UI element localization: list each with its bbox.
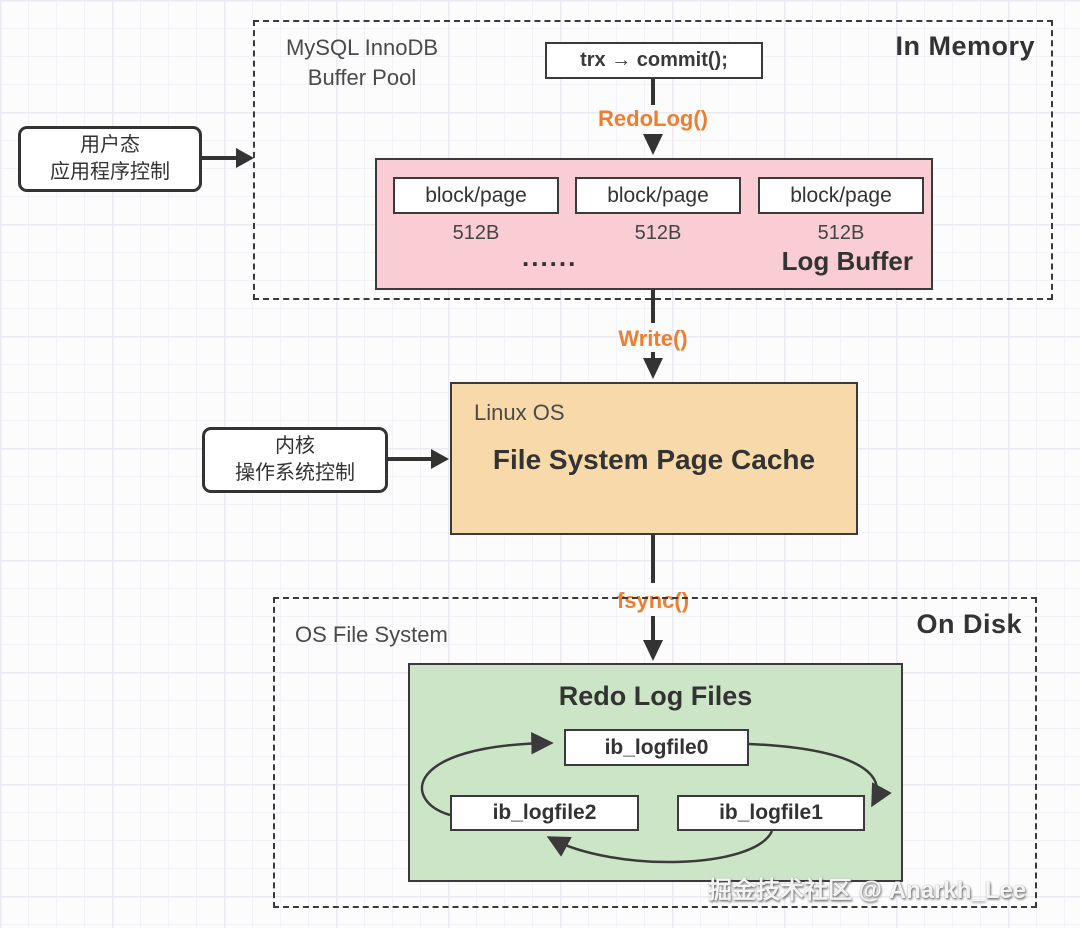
fsync-arrow-shaft2 <box>651 616 655 641</box>
block-size-2: 512B <box>634 222 682 244</box>
fsync-arrow-shaft <box>651 535 655 583</box>
user-mode-node: 用户态 应用程序控制 <box>18 126 202 192</box>
log-buffer-ellipsis: ...... <box>522 242 578 272</box>
buffer-pool-label-line1: MySQL InnoDB <box>285 35 439 60</box>
ib-logfile1-box: ib_logfile1 <box>677 795 865 831</box>
log-buffer-box: block/page block/page block/page 512B 51… <box>375 158 933 290</box>
redo-log-files-title: Redo Log Files <box>558 681 753 711</box>
block-size-1: 512B <box>452 222 500 244</box>
log-buffer-block-2: block/page <box>575 177 741 214</box>
kernel-mode-node: 内核 操作系统控制 <box>202 427 388 493</box>
ib-logfile0-box: ib_logfile0 <box>564 729 749 766</box>
on-disk-title: On Disk <box>916 609 1022 639</box>
user-mode-line2: 应用程序控制 <box>50 161 170 183</box>
write-arrow-shaft2 <box>651 352 655 360</box>
buffer-pool-label-line2: Buffer Pool <box>307 64 417 90</box>
redolog-call-label: RedoLog() <box>598 106 708 131</box>
write-arrow-head-icon <box>643 358 663 379</box>
kernel-arrow-shaft <box>388 457 432 461</box>
fsync-arrow-head-icon <box>643 640 663 661</box>
log-buffer-block-3: block/page <box>758 177 924 214</box>
os-file-system-label: OS File System <box>295 622 448 647</box>
redo-log-files-box: Redo Log Files ib_logfile0 ib_logfile1 i… <box>408 663 903 882</box>
kernel-arrow-head-icon <box>431 449 449 469</box>
log-buffer-block-1: block/page <box>393 177 559 214</box>
kernel-mode-line2: 操作系统控制 <box>235 462 355 484</box>
user-mode-line1: 用户态 <box>80 134 140 156</box>
block-size-3: 512B <box>817 222 865 244</box>
fsync-call-label: fsync() <box>616 588 690 613</box>
page-cache-box: Linux OS File System Page Cache <box>450 382 858 535</box>
redolog-arrow-head-icon <box>643 134 663 155</box>
redo-log-cycle-arrows <box>420 732 892 864</box>
arrow-logfile2-to-logfile0 <box>420 732 554 817</box>
log-buffer-title: Log Buffer <box>781 246 913 276</box>
user-mode-arrow-shaft <box>202 156 237 160</box>
redolog-arrow-shaft <box>651 79 655 105</box>
write-call-label: Write() <box>618 326 688 351</box>
watermark: 掘金技术社区 @ Anarkh_Lee <box>708 877 1027 904</box>
write-arrow-shaft <box>651 290 655 323</box>
page-cache-title: File System Page Cache <box>492 444 816 475</box>
arrow-logfile1-to-logfile2 <box>546 830 774 864</box>
arrow-logfile0-to-logfile1 <box>748 742 892 808</box>
linux-os-label: Linux OS <box>474 400 565 425</box>
kernel-mode-line1: 内核 <box>275 435 315 457</box>
in-memory-title: In Memory <box>895 31 1035 61</box>
buffer-pool-label: MySQL InnoDB Buffer Pool <box>268 33 456 92</box>
user-mode-arrow-head-icon <box>236 148 254 168</box>
ib-logfile2-box: ib_logfile2 <box>450 795 639 831</box>
on-disk-region <box>273 597 1037 908</box>
trx-commit-box: trx → commit(); <box>545 42 763 79</box>
